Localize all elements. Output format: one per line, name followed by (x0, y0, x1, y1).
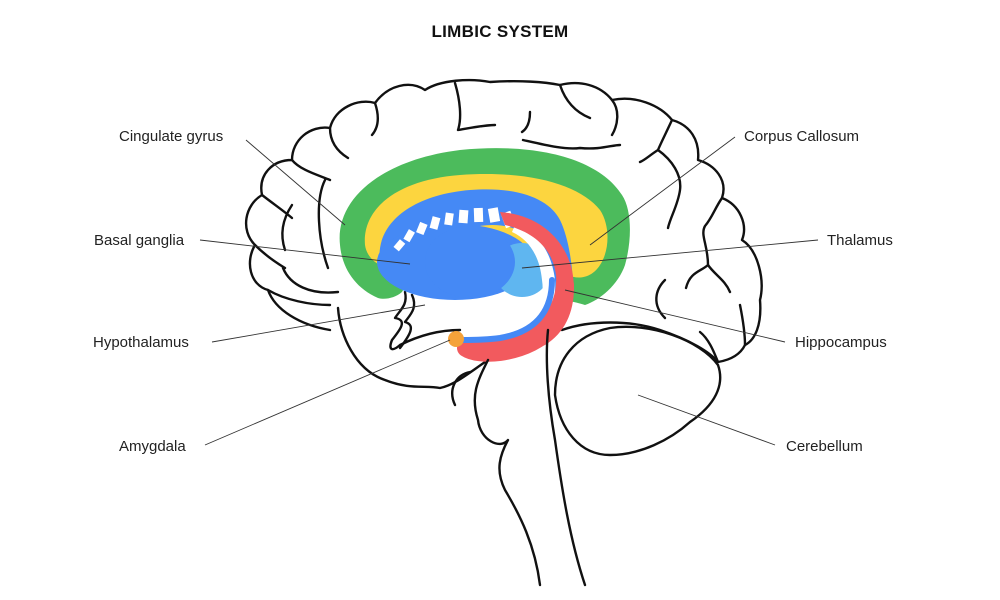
label-corpus-callosum: Corpus Callosum (744, 128, 859, 145)
gyrus-line (520, 110, 532, 134)
basal-ganglia-overlap (425, 226, 515, 298)
hippocampus-tail (457, 276, 574, 362)
gyrus-line (521, 138, 622, 150)
gyrus-line (317, 178, 330, 270)
leader-line-hippocampus (564, 289, 786, 343)
amygdala-shape (448, 331, 464, 347)
hypothalamus-outline (389, 290, 462, 351)
leader-line-thalamus (521, 239, 819, 269)
label-hypothalamus: Hypothalamus (93, 334, 189, 351)
brainstem-outline (473, 358, 542, 587)
label-cingulate-gyrus: Cingulate gyrus (119, 128, 223, 145)
fornix-shape (459, 277, 555, 343)
gyrus-line (558, 83, 592, 120)
gyrus-line (738, 303, 747, 347)
gyrus-line (370, 101, 380, 137)
cerebellum-outline (553, 325, 722, 457)
label-hippocampus: Hippocampus (795, 334, 887, 351)
gyrus-line (656, 118, 682, 230)
gyrus-line (453, 81, 497, 132)
leader-line-corpus-callosum (589, 136, 736, 246)
gyrus-line (266, 288, 332, 307)
gyrus-line (253, 243, 287, 270)
gyrus-line (290, 158, 332, 182)
gyrus-line (655, 278, 667, 320)
gyrus-line (610, 98, 619, 137)
label-thalamus: Thalamus (827, 232, 893, 249)
gyrus-line (281, 203, 294, 252)
leader-line-hypothalamus (211, 304, 426, 343)
gyrus-line (281, 266, 340, 294)
gyrus-line (638, 148, 660, 164)
brainstem-outline (545, 328, 587, 587)
leader-line-basal-ganglia (199, 239, 411, 265)
gyrus-line (260, 193, 294, 220)
leader-line-amygdala (204, 339, 451, 446)
gyrus-line (328, 126, 350, 160)
gyrus-line (706, 263, 732, 294)
pons-outline (451, 370, 472, 407)
label-basal-ganglia: Basal ganglia (94, 232, 185, 249)
cerebrum-outline (244, 78, 763, 364)
leader-line-cingulate-gyrus (245, 139, 346, 226)
hypothalamus-outline (398, 293, 416, 350)
diagram-title: LIMBIC SYSTEM (431, 22, 569, 41)
label-cerebellum: Cerebellum (786, 438, 863, 455)
gyrus-line (684, 196, 724, 290)
label-amygdala: Amygdala (119, 438, 186, 455)
leader-line-cerebellum (637, 394, 776, 446)
